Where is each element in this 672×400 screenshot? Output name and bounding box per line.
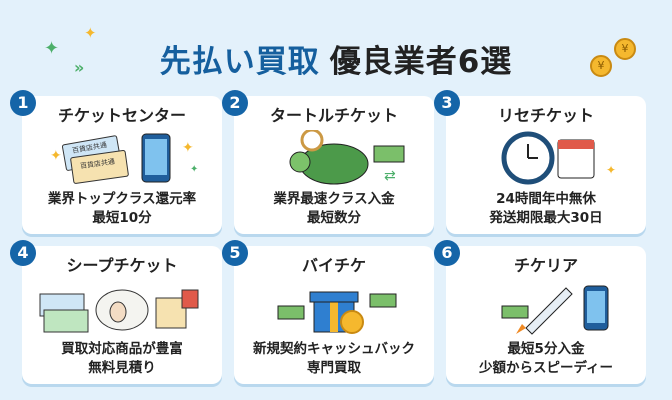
company-name: シープチケット (66, 256, 178, 275)
title-blue: 先払い買取 (159, 44, 320, 80)
feature-line-2: 最短10分 (92, 210, 152, 226)
company-features: 最短5分入金少額からスピーディー (446, 340, 646, 378)
company-card: 1 チケットセンター ✦✦✦百貨店共通百貨店共通 業界トップクラス還元率最短10… (10, 90, 222, 234)
company-features: 業界トップクラス還元率最短10分 (22, 190, 222, 228)
sheep-ticket-icon (22, 280, 222, 336)
company-name: タートルチケット (269, 106, 398, 125)
feature-line-2: 最短数分 (307, 210, 361, 226)
chevrons-icon: » (74, 58, 85, 77)
ticket-phone-icon: ✦✦✦百貨店共通百貨店共通 (22, 130, 222, 186)
company-features: 新規契約キャッシュバック専門買取 (234, 340, 434, 378)
company-features: 業界最速クラス入金最短数分 (234, 190, 434, 228)
svg-text:✦: ✦ (606, 163, 616, 177)
sparkle-icon: ✦ (44, 38, 60, 59)
feature-line-2: 発送期限最大30日 (489, 210, 603, 226)
page-title: 先払い買取優良業者6選 (0, 36, 672, 81)
feature-line-2: 専門買取 (307, 360, 361, 376)
coin-icon: ¥ (614, 38, 636, 60)
rank-badge: 1 (10, 90, 36, 116)
rank-badge: 2 (222, 90, 248, 116)
gift-money-icon (234, 280, 434, 336)
rank-badge: 3 (434, 90, 460, 116)
feature-line-1: 最短5分入金 (507, 341, 585, 357)
coin-icon: ¥ (590, 55, 612, 77)
company-name: チケットセンター (57, 106, 186, 125)
title-dark: 優良業者6選 (329, 44, 513, 80)
feature-line-1: 買取対応商品が豊富 (61, 341, 183, 357)
turtle-clock-icon: ⇄ (234, 130, 434, 186)
rank-badge: 4 (10, 240, 36, 266)
rank-badge: 6 (434, 240, 460, 266)
company-name: リセチケット (497, 106, 594, 125)
feature-line-1: 24時間年中無休 (496, 191, 596, 207)
feature-line-2: 少額からスピーディー (478, 360, 614, 376)
company-name: バイチケ (301, 256, 366, 275)
rocket-phone-icon (446, 280, 646, 336)
svg-text:✦: ✦ (182, 140, 194, 156)
company-card: 4 シープチケット 買取対応商品が豊富無料見積り (10, 240, 222, 384)
company-features: 買取対応商品が豊富無料見積り (22, 340, 222, 378)
company-features: 24時間年中無休発送期限最大30日 (446, 190, 646, 228)
company-card: 3 リセチケット ✦ 24時間年中無休発送期限最大30日 (434, 90, 646, 234)
rank-badge: 5 (222, 240, 248, 266)
svg-text:✦: ✦ (190, 164, 198, 175)
svg-text:⇄: ⇄ (384, 168, 396, 184)
feature-line-1: 新規契約キャッシュバック (253, 341, 415, 357)
company-card: 5 バイチケ 新規契約キャッシュバック専門買取 (222, 240, 434, 384)
company-name: チケリア (513, 256, 578, 275)
feature-line-1: 業界最速クラス入金 (273, 191, 395, 207)
company-card: 2 タートルチケット ⇄ 業界最速クラス入金最短数分 (222, 90, 434, 234)
clock-calendar-icon: ✦ (446, 130, 646, 186)
svg-text:✦: ✦ (50, 148, 62, 164)
feature-line-1: 業界トップクラス還元率 (47, 191, 197, 207)
feature-line-2: 無料見積り (88, 360, 156, 376)
sparkle-icon: ✦ (84, 24, 97, 42)
company-card: 6 チケリア 最短5分入金少額からスピーディー (434, 240, 646, 384)
